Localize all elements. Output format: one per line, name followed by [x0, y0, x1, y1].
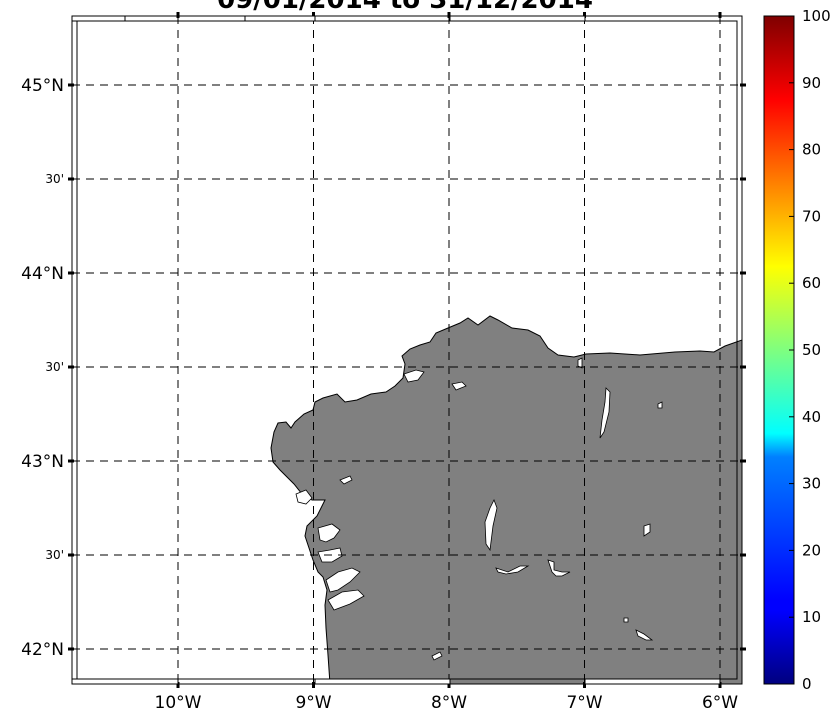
colorbar-tick-label: 80: [802, 141, 821, 159]
lon-label: 8°W: [431, 693, 467, 713]
inland-water-2: [484, 499, 498, 552]
lat-label: 42°N: [21, 640, 64, 660]
inland-water-7: [339, 475, 353, 485]
colorbar-tick-label: 20: [802, 541, 821, 559]
inland-water-5: [635, 629, 654, 641]
map-frame: [68, 12, 746, 688]
ria-4: [327, 589, 365, 611]
inland-water-11: [623, 617, 629, 623]
frame-segment: [449, 15, 586, 22]
lon-label: 7°W: [566, 693, 602, 713]
inland-water-10: [657, 401, 663, 409]
inland-water-9: [431, 651, 443, 661]
colorbar-tick-label: 100: [802, 7, 831, 25]
lat-label: 45°N: [21, 76, 64, 96]
colorbar-tick-label: 70: [802, 207, 821, 225]
frame-segment: [244, 15, 316, 22]
ria-1: [317, 523, 341, 543]
lat-label: 44°N: [21, 264, 64, 284]
lat-label: 30': [45, 360, 64, 374]
longitude-labels: 10°W 9°W 8°W 7°W 6°W: [155, 693, 739, 713]
ria-3: [325, 567, 361, 593]
lat-label: 30': [45, 548, 64, 562]
colorbar-ticks: 0 10 20 30 40 50 60 70 80 90 100: [789, 7, 831, 693]
lat-label: 30': [45, 172, 64, 186]
latitude-labels: 45°N 30' 44°N 30' 43°N 30' 42°N: [21, 76, 64, 660]
colorbar-tick-label: 90: [802, 74, 821, 92]
inland-water-3: [495, 565, 530, 575]
frame-segment: [584, 678, 721, 685]
colorbar-tick-label: 50: [802, 341, 821, 359]
frame-segment: [71, 678, 179, 685]
frame-segment: [314, 678, 451, 685]
inland-water-8: [643, 523, 651, 537]
land-galicia: [270, 315, 742, 684]
colorbar-tick-label: 60: [802, 274, 821, 292]
inland-water-12: [577, 357, 583, 369]
lon-label: 6°W: [702, 693, 738, 713]
colorbar-tick-label: 0: [802, 675, 812, 693]
lon-label: 9°W: [295, 693, 331, 713]
ria-5: [403, 369, 425, 383]
ria-6: [295, 489, 313, 505]
frame-segment: [71, 15, 126, 22]
colorbar-tick-label: 40: [802, 408, 821, 426]
map-title: 09/01/2014 to 31/12/2014: [217, 0, 593, 15]
lon-label: 10°W: [155, 693, 202, 713]
inland-water-4: [547, 559, 571, 577]
inland-water-6: [451, 381, 467, 391]
lat-label: 43°N: [21, 452, 64, 472]
colorbar-tick-label: 30: [802, 475, 821, 493]
inland-water-1: [599, 387, 611, 439]
colorbar-tick-label: 10: [802, 608, 821, 626]
